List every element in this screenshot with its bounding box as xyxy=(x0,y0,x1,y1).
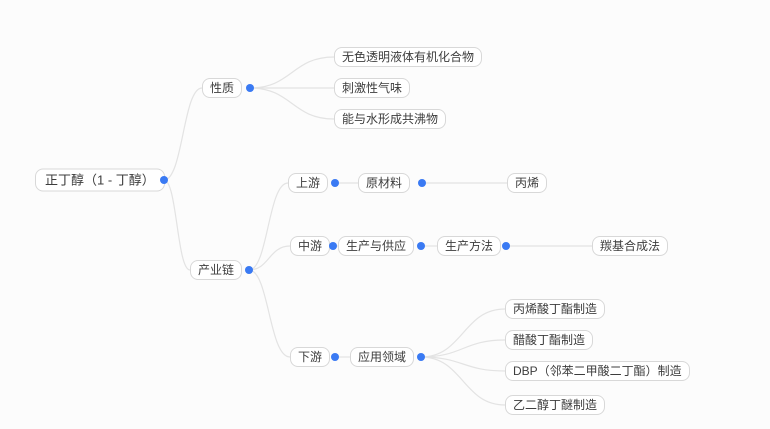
toggle-dot-application-fields[interactable] xyxy=(417,353,425,361)
toggle-dot-midstream[interactable] xyxy=(329,242,337,250)
node-irritating-odor[interactable]: 刺激性气味 xyxy=(334,78,411,98)
connector-line xyxy=(248,245,291,271)
toggle-dot-production-method[interactable] xyxy=(502,242,510,250)
node-propylene[interactable]: 丙烯 xyxy=(507,173,548,193)
connector-line xyxy=(249,87,335,120)
connector-line xyxy=(420,356,506,372)
node-production-method[interactable]: 生产方法 xyxy=(437,236,502,256)
node-oxo-synthesis[interactable]: 羰基合成法 xyxy=(592,236,669,256)
node-colorless-liquid[interactable]: 无色透明液体有机化合物 xyxy=(334,47,483,67)
node-root[interactable]: 正丁醇（1 - 丁醇） xyxy=(35,168,165,192)
connector-line xyxy=(420,356,506,406)
connector-line xyxy=(420,308,506,358)
toggle-dot-downstream[interactable] xyxy=(331,353,339,361)
connector-line xyxy=(249,56,335,89)
connector-line xyxy=(163,179,191,271)
connector-line xyxy=(420,339,506,358)
node-upstream[interactable]: 上游 xyxy=(288,173,329,193)
toggle-dot-raw-materials[interactable] xyxy=(418,179,426,187)
connector-line xyxy=(163,87,203,181)
toggle-dot-upstream[interactable] xyxy=(331,179,339,187)
toggle-dot-properties[interactable] xyxy=(246,84,254,92)
node-butyl-acrylate[interactable]: 丙烯酸丁酯制造 xyxy=(505,299,606,319)
node-butyl-acetate[interactable]: 醋酸丁酯制造 xyxy=(505,330,594,350)
node-midstream[interactable]: 中游 xyxy=(290,236,331,256)
node-industry-chain[interactable]: 产业链 xyxy=(190,260,243,280)
node-properties[interactable]: 性质 xyxy=(202,78,243,98)
node-application-fields[interactable]: 应用领域 xyxy=(350,347,415,367)
toggle-dot-production-supply[interactable] xyxy=(417,242,425,250)
node-raw-materials[interactable]: 原材料 xyxy=(358,173,411,193)
node-glycol-butyl-ether[interactable]: 乙二醇丁醚制造 xyxy=(505,395,606,415)
node-production-supply[interactable]: 生产与供应 xyxy=(338,236,415,256)
toggle-dot-industry-chain[interactable] xyxy=(245,266,253,274)
connector-line xyxy=(248,182,289,271)
toggle-dot-root[interactable] xyxy=(160,176,168,184)
connector-line xyxy=(248,269,291,358)
node-water-azeotrope[interactable]: 能与水形成共沸物 xyxy=(334,109,447,129)
node-downstream[interactable]: 下游 xyxy=(290,347,331,367)
node-dbp[interactable]: DBP（邻苯二甲酸二丁酯）制造 xyxy=(505,361,690,381)
